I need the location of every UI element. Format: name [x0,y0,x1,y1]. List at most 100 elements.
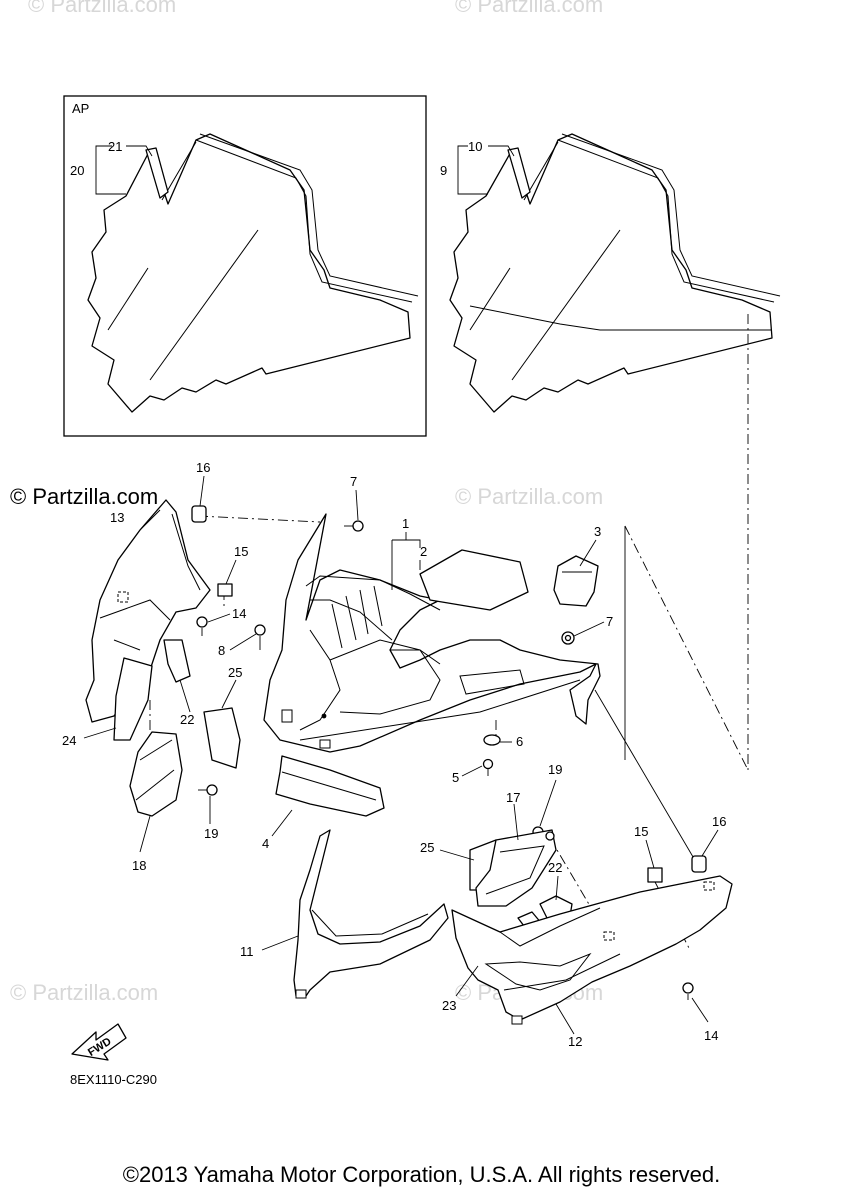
callout-21: 21 [108,139,122,154]
callout-19b: 19 [204,826,218,841]
callout-1: 1 [402,516,409,531]
leader-line [83,727,117,739]
callout-14b: 14 [704,1028,718,1043]
leader-line [645,839,655,869]
screw [561,631,575,645]
watermark: © Partzilla.com [10,484,159,509]
callout-17: 17 [506,790,520,805]
callout-11: 11 [240,944,254,959]
leader-line [95,145,112,170]
seal-strip-ap [145,147,169,199]
leader-line [539,779,557,827]
callout-9: 9 [440,163,447,178]
leader-line [225,559,237,585]
callout-15b: 15 [634,824,648,839]
seal-strip [507,147,531,199]
clip-nut [647,867,663,883]
callout-24: 24 [62,733,76,748]
leader-line [594,689,697,863]
screw [344,520,364,532]
callout-12: 12 [568,1034,582,1049]
callout-2: 2 [420,544,427,559]
leader-line [179,679,191,713]
callout-4: 4 [262,836,269,851]
callout-15: 15 [234,544,248,559]
leader-line [229,633,257,651]
callout-3: 3 [594,524,601,539]
leader-line [573,621,605,637]
callout-20: 20 [70,163,84,178]
leader-line [555,1003,575,1035]
leader-line [488,145,515,157]
lower-bracket [275,755,385,817]
inner-panel [419,549,529,611]
screw [482,758,494,776]
collar-nut [691,855,707,873]
inset-box [63,95,427,437]
leader-line [457,145,468,170]
callout-22: 22 [180,712,194,727]
leader-line [355,489,359,521]
watermark: © Partzilla.com [455,0,604,17]
callout-6: 6 [516,734,523,749]
diagram-code: 8EX1110-C290 [70,1072,157,1087]
clip-nut [217,583,233,597]
screw [198,784,218,796]
insulator-panel [203,707,241,769]
callout-18: 18 [132,858,146,873]
callout-13: 13 [110,510,124,525]
screw [196,616,208,636]
callout-5: 5 [452,770,459,785]
leader-line [126,145,153,157]
leader-line [513,803,519,841]
leader-line [701,829,719,857]
leader-line [457,170,488,195]
side-cowling-right [451,875,733,1025]
leader-line [392,539,421,548]
callout-7: 7 [350,474,357,489]
leader-line [555,875,559,901]
leader-line [579,539,597,567]
windshield-ap [87,133,419,413]
lower-center-cowl [293,829,449,999]
inset-label: AP [72,101,89,116]
callout-10: 10 [468,139,482,154]
alignment-line [624,525,749,771]
pad [163,639,191,683]
leader-line [207,613,231,623]
copyright-notice: ©2013 Yamaha Motor Corporation, U.S.A. A… [122,1162,721,1187]
alignment-line [197,515,321,523]
forward-arrow-icon: FWD [71,1023,127,1061]
collar-nut [191,505,207,523]
callout-7b: 7 [606,614,613,629]
screw [254,624,266,650]
screw [682,982,694,1000]
callout-19: 19 [548,762,562,777]
leader-line [199,475,205,507]
leader-line [95,170,126,195]
leader-line [455,965,479,997]
trim-panel-left [113,657,153,741]
air-duct [553,555,599,607]
watermark: © Partzilla.com [455,484,604,509]
callout-16b: 16 [712,814,726,829]
leader-line [439,849,475,861]
leader-line [139,815,151,853]
watermark: © Partzilla.com [28,0,177,17]
windshield [449,133,781,413]
leader-line [461,765,483,777]
duct-cover-left [129,731,183,817]
upper-cowling [263,513,601,753]
leader-line [271,809,293,837]
leader-line [691,997,709,1023]
callout-14: 14 [232,606,246,621]
callout-8: 8 [218,643,225,658]
callout-23: 23 [442,998,456,1013]
callout-25b: 25 [420,840,434,855]
leader-line [261,935,299,951]
callout-22b: 22 [548,860,562,875]
callout-16: 16 [196,460,210,475]
grommet [483,734,501,746]
callout-25: 25 [228,665,242,680]
